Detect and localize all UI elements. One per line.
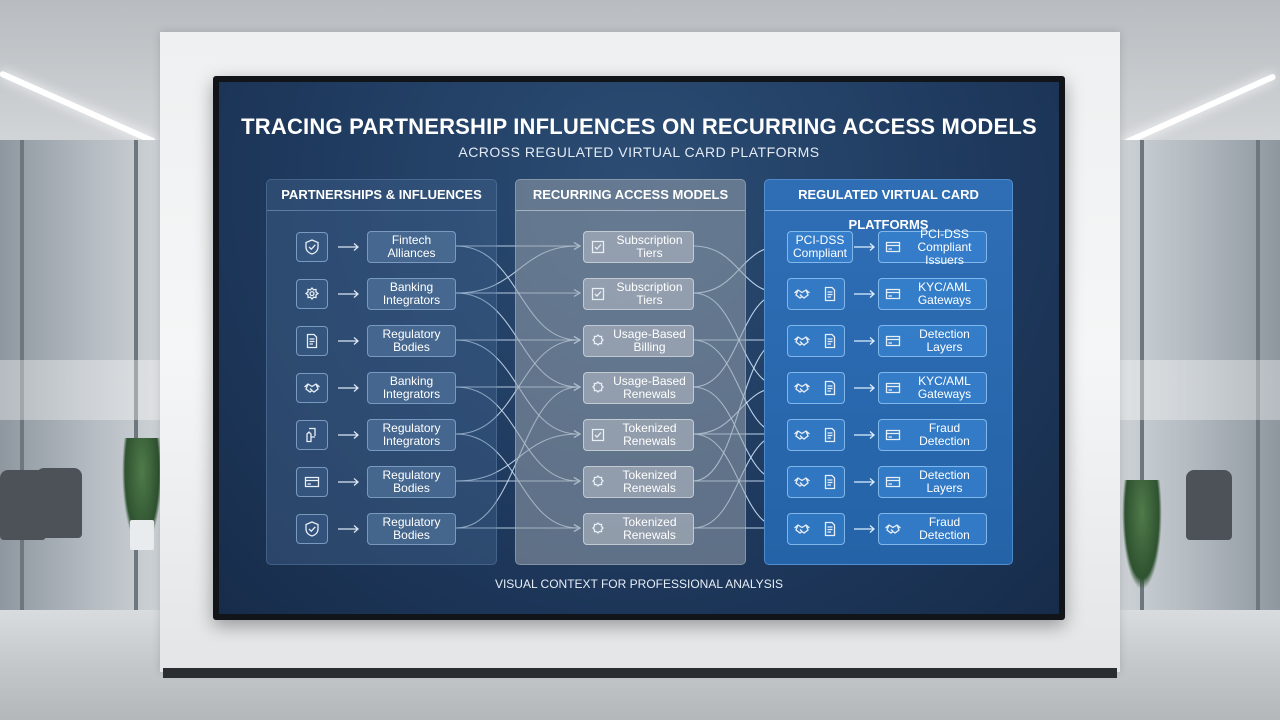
handshake-icon <box>787 325 845 357</box>
column-header-partnerships: PARTNERSHIPS & INFLUENCES <box>267 180 496 211</box>
diagram-footer: VISUAL CONTEXT FOR PROFESSIONAL ANALYSIS <box>494 577 784 591</box>
credit-card-icon <box>884 285 902 306</box>
credit-card-icon <box>884 473 902 494</box>
arrow-right-icon <box>338 431 359 439</box>
check-box-icon <box>589 238 607 259</box>
credit-card-icon <box>884 379 902 400</box>
gear-icon <box>589 379 607 400</box>
arrow-right-icon <box>854 290 875 298</box>
arrow-right-icon <box>338 243 359 251</box>
arrow-right-icon <box>338 525 359 533</box>
wall-base <box>163 668 1117 678</box>
document-icon <box>821 426 839 449</box>
document-icon <box>821 332 839 355</box>
column-header-card-platforms: REGULATED VIRTUAL CARD PLATFORMS <box>765 180 1012 232</box>
shield-check-icon <box>296 232 328 262</box>
diagram-subtitle: ACROSS REGULATED VIRTUAL CARD PLATFORMS <box>458 144 820 160</box>
handshake-icon <box>787 372 845 404</box>
gear-icon <box>589 520 607 541</box>
glass-frame <box>134 140 138 610</box>
diagram-title: TRACING PARTNERSHIP INFLUENCES ON RECURR… <box>241 114 1037 139</box>
column-card-platforms: REGULATED VIRTUAL CARD PLATFORMS PCI-DSS… <box>764 179 1013 565</box>
handshake-icon <box>787 513 845 545</box>
shield-check-icon <box>296 514 328 544</box>
arrow-right-icon <box>854 525 875 533</box>
arrow-right-icon <box>338 290 359 298</box>
hand-document-icon <box>296 420 328 450</box>
arrow-right-icon <box>338 478 359 486</box>
handshake-icon <box>787 419 845 451</box>
document-icon <box>821 285 839 308</box>
gear-icon <box>589 473 607 494</box>
arrow-right-icon <box>854 243 875 251</box>
check-box-icon <box>589 285 607 306</box>
document-icon <box>821 473 839 496</box>
document-icon <box>821 379 839 402</box>
credit-card-icon <box>884 426 902 447</box>
arrow-right-icon <box>338 384 359 392</box>
glass-frame <box>1256 140 1260 610</box>
office-chair <box>1186 470 1232 540</box>
frosted-band-right <box>1120 360 1280 420</box>
check-box-icon <box>589 426 607 447</box>
column-header-access-models: RECURRING ACCESS MODELS <box>516 180 745 211</box>
arrow-right-icon <box>854 431 875 439</box>
handshake-icon <box>787 466 845 498</box>
plant-pot <box>130 520 154 550</box>
handshake-icon <box>884 520 902 541</box>
document-icon <box>296 326 328 356</box>
display-screen: TRACING PARTNERSHIP INFLUENCES ON RECURR… <box>219 82 1059 614</box>
gear-badge-icon <box>296 279 328 309</box>
handshake-icon <box>787 278 845 310</box>
document-icon <box>821 520 839 543</box>
frosted-band-left <box>0 360 160 420</box>
office-chair <box>36 468 82 538</box>
gear-icon <box>589 332 607 353</box>
arrow-right-icon <box>854 384 875 392</box>
glass-frame <box>1140 140 1144 610</box>
arrow-right-icon <box>854 337 875 345</box>
arrow-right-icon <box>338 337 359 345</box>
credit-card-icon <box>884 238 902 259</box>
plant <box>1122 480 1162 590</box>
handshake-icon <box>296 373 328 403</box>
credit-card-icon <box>296 467 328 497</box>
glass-frame <box>20 140 24 610</box>
credit-card-icon <box>884 332 902 353</box>
arrow-right-icon <box>854 478 875 486</box>
